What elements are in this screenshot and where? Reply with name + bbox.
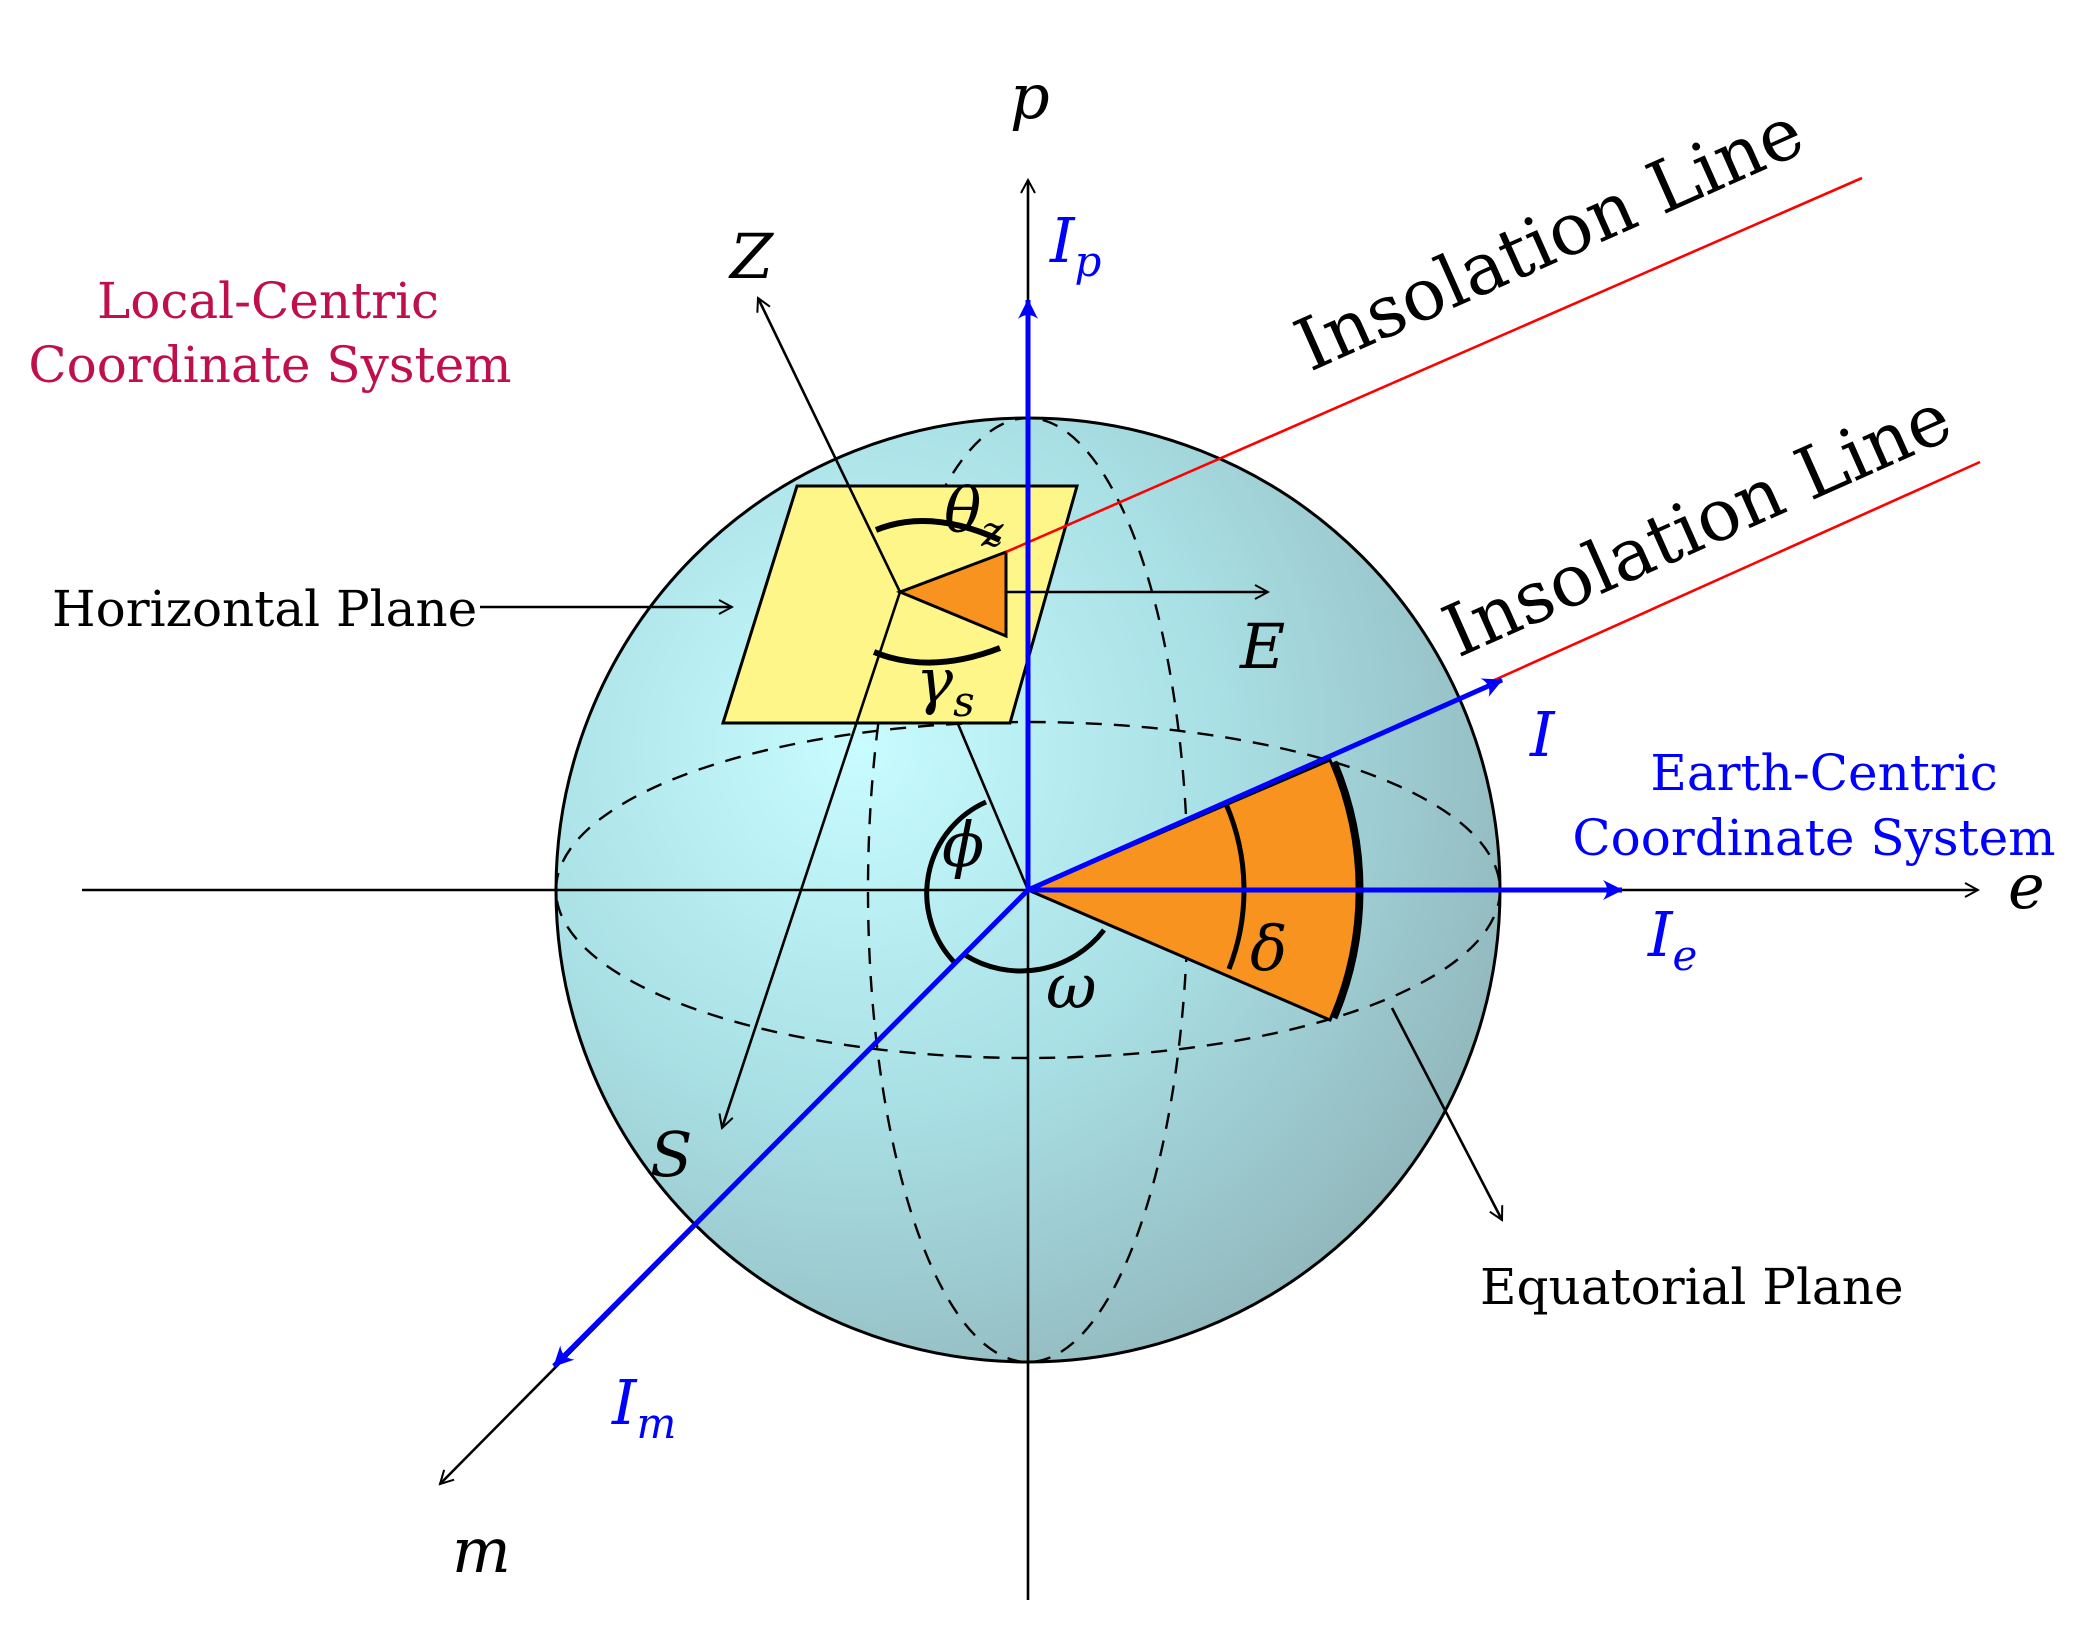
label-axis-p: p <box>1010 60 1050 133</box>
label-south: S <box>650 1118 692 1191</box>
label-omega: ω <box>1046 950 1097 1023</box>
label-zenith: Z <box>728 220 774 293</box>
insolation-ray-upper <box>1005 176 1863 554</box>
south-axis-line <box>722 591 902 1128</box>
label-horizontal-plane: Horizontal Plane <box>52 580 477 638</box>
label-vector-i: I <box>1529 698 1556 771</box>
latitude-radius-line <box>956 723 1030 891</box>
label-theta-z: θz <box>944 474 1004 556</box>
label-insolation-line-upper: Insolation Line <box>1283 89 1815 388</box>
phi-arc <box>924 799 988 965</box>
label-vector-im: Im <box>611 1366 676 1448</box>
label-phi: ϕ <box>942 808 984 881</box>
equatorial-plane-pointer <box>1390 1007 1502 1220</box>
theta-arc <box>874 518 1002 543</box>
horizontal-plane <box>720 484 1079 725</box>
insolation-rays <box>1005 176 1981 684</box>
label-insolation-line-lower: Insolation Line <box>1431 375 1963 674</box>
label-earth-system: Earth-Centric Coordinate System <box>1572 744 2055 867</box>
insolation-ray-lower <box>1489 460 1981 684</box>
vector-i-line <box>1026 677 1504 893</box>
label-vector-ie: Ie <box>1647 898 1697 980</box>
label-axis-e: e <box>2008 850 2045 923</box>
label-local-system: Local-Centric Coordinate System <box>28 272 511 394</box>
unit-vectors <box>552 299 1623 1368</box>
sun-direction-triangle <box>895 549 1008 639</box>
zenith-axis-line <box>758 298 902 593</box>
label-axis-m: m <box>452 1514 511 1587</box>
declination-arc-inner <box>1223 802 1247 970</box>
label-gamma-s: γs <box>916 644 975 726</box>
vector-im-line <box>552 888 1030 1368</box>
label-delta: δ <box>1250 912 1287 985</box>
gamma-arc <box>872 645 1002 666</box>
omega-arc <box>963 928 1106 974</box>
label-equatorial-plane: Equatorial Plane <box>1480 1258 1904 1316</box>
label-east: E <box>1239 610 1285 683</box>
label-vector-ip: Ip <box>1049 204 1101 286</box>
